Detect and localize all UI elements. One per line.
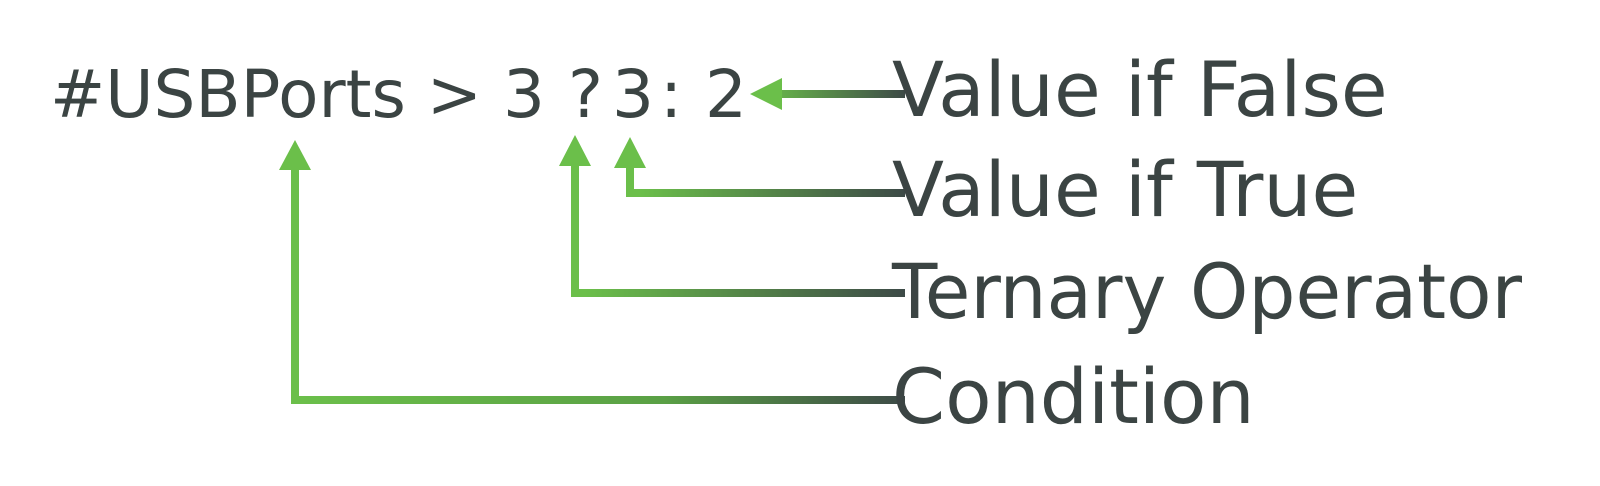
ternary-operator-symbol: ? [568, 56, 603, 133]
arrow-condition [279, 140, 905, 404]
false-value: 2 [705, 56, 747, 133]
arrow-ternary-operator [559, 135, 905, 297]
separator-colon: : [660, 56, 682, 133]
label-condition: Condition [892, 352, 1255, 441]
condition-expression: #USBPorts > 3 [50, 56, 545, 133]
arrow-value-if-false [750, 78, 905, 110]
true-value: 3 [612, 56, 654, 133]
label-ternary-operator: Ternary Operator [891, 247, 1523, 336]
label-value-if-false: Value if False [892, 45, 1388, 134]
label-value-if-true: Value if True [892, 145, 1358, 234]
arrow-value-if-true [614, 137, 905, 197]
